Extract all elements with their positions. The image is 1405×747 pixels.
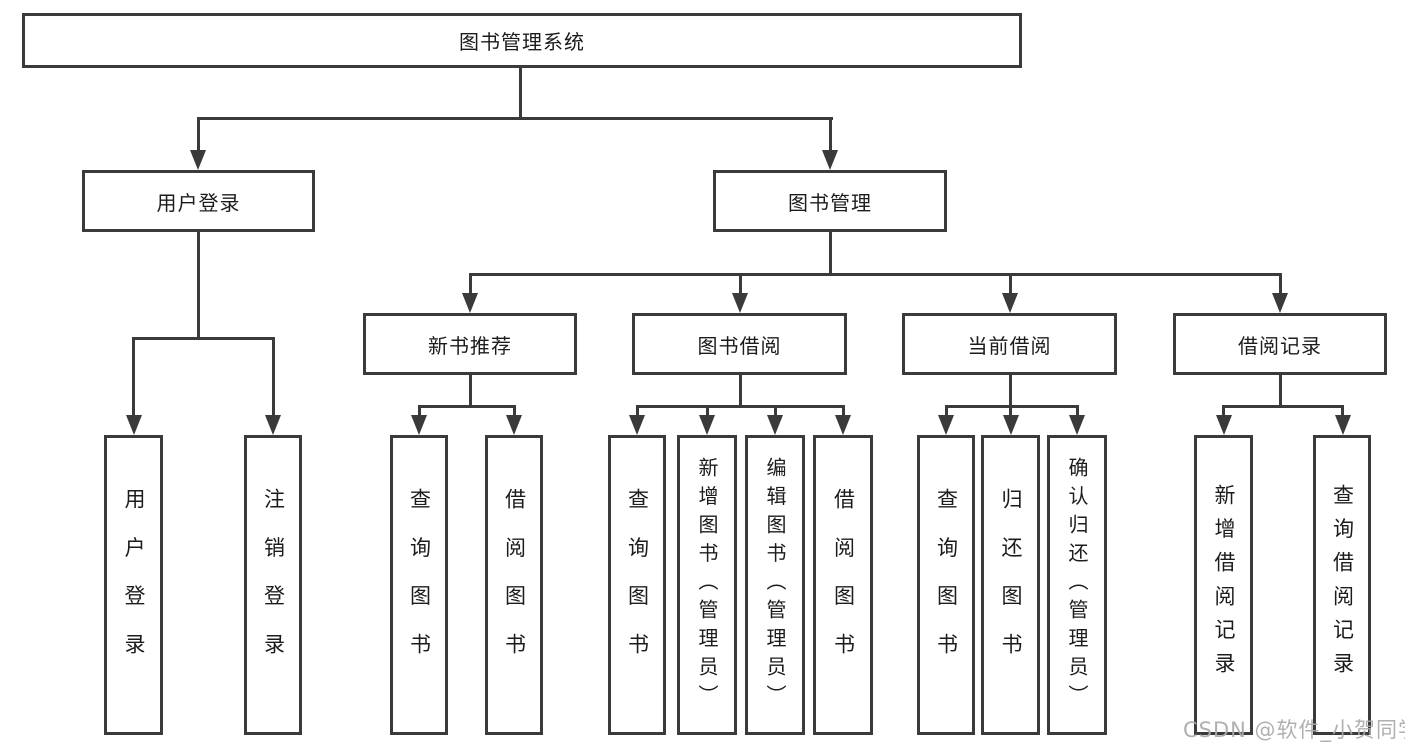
arrow-down-icon: [835, 405, 851, 435]
node-label: 新书推荐: [428, 333, 512, 358]
leaf-confirm-return-admin: 确认归还（管理员）: [1047, 435, 1107, 735]
connector-line: [1222, 405, 1344, 408]
leaf-label: 注销登录: [261, 488, 286, 682]
leaf-label: 借阅图书: [831, 488, 856, 682]
leaf-label: 确认归还（管理员）: [1065, 457, 1089, 713]
connector-line: [132, 337, 275, 340]
arrow-down-icon: [767, 405, 783, 435]
arrow-down-icon: [1215, 405, 1232, 435]
arrow-down-icon: [1069, 405, 1085, 435]
arrow-down-icon: [1002, 273, 1018, 313]
leaf-label: 编辑图书（管理员）: [763, 457, 787, 713]
csdn-watermark: CSDN @软件_小贺同学: [1183, 718, 1405, 742]
connector-line: [738, 375, 742, 407]
leaf-query-books-borrow: 查询图书: [608, 435, 666, 735]
node-root-system: 图书管理系统: [22, 13, 1022, 68]
node-current-borrow: 当前借阅: [902, 313, 1117, 375]
arrow-down-icon: [822, 117, 838, 170]
leaf-return-books: 归还图书: [981, 435, 1040, 735]
connector-line: [468, 273, 1282, 276]
leaf-query-borrow-record: 查询借阅记录: [1313, 435, 1371, 735]
arrow-down-icon: [732, 273, 748, 313]
leaf-add-borrow-record: 新增借阅记录: [1194, 435, 1253, 735]
leaf-label: 查询图书: [934, 488, 959, 682]
connector-line: [635, 405, 845, 408]
node-label: 当前借阅: [967, 333, 1052, 358]
arrow-down-icon: [1272, 273, 1288, 313]
leaf-label: 归还图书: [999, 488, 1023, 682]
arrow-down-icon: [265, 337, 281, 435]
connector-line: [1278, 375, 1282, 407]
node-label: 用户登录: [156, 190, 241, 215]
leaf-label: 用户登录: [122, 488, 146, 682]
connector-line: [1008, 375, 1012, 407]
leaf-add-books-admin: 新增图书（管理员）: [677, 435, 737, 735]
connector-line: [417, 405, 516, 408]
node-user-login: 用户登录: [82, 170, 315, 232]
leaf-logout: 注销登录: [244, 435, 302, 735]
connector-line: [197, 117, 833, 120]
leaf-borrow-books-recommend: 借阅图书: [485, 435, 543, 735]
arrow-down-icon: [699, 405, 715, 435]
arrow-down-icon: [506, 405, 522, 435]
node-book-management: 图书管理: [713, 170, 947, 232]
node-label: 图书借阅: [697, 333, 782, 358]
leaf-label: 新增图书（管理员）: [695, 457, 719, 713]
arrow-down-icon: [1334, 405, 1351, 435]
leaf-edit-books-admin: 编辑图书（管理员）: [745, 435, 805, 735]
leaf-label: 查询图书: [407, 488, 432, 682]
arrow-down-icon: [1002, 405, 1019, 435]
leaf-query-books-recommend: 查询图书: [390, 435, 448, 735]
arrow-down-icon: [462, 273, 478, 313]
leaf-query-books-current: 查询图书: [917, 435, 975, 735]
arrow-down-icon: [629, 405, 645, 435]
node-label: 图书管理: [788, 190, 872, 215]
connector-line: [828, 232, 832, 275]
leaf-label: 借阅图书: [502, 488, 527, 682]
node-book-borrow: 图书借阅: [632, 313, 847, 375]
leaf-label: 查询图书: [625, 488, 650, 682]
leaf-borrow-books: 借阅图书: [813, 435, 873, 735]
node-label: 图书管理系统: [459, 30, 585, 54]
arrow-down-icon: [125, 337, 142, 435]
arrow-down-icon: [411, 405, 427, 435]
connector-line: [468, 375, 472, 407]
node-label: 借阅记录: [1238, 333, 1322, 358]
leaf-user-login: 用户登录: [104, 435, 163, 735]
arrow-down-icon: [190, 117, 206, 170]
leaf-label: 查询借阅记录: [1330, 484, 1355, 686]
connector-line: [196, 232, 200, 339]
arrow-down-icon: [938, 405, 954, 435]
node-new-book-recommend: 新书推荐: [363, 313, 577, 375]
node-borrow-records: 借阅记录: [1173, 313, 1387, 375]
connector-line: [519, 68, 522, 118]
leaf-label: 新增借阅记录: [1212, 484, 1236, 686]
